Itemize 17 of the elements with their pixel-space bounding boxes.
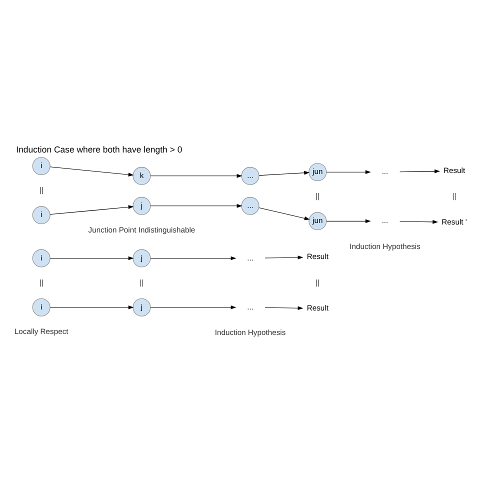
arrow	[50, 256, 134, 260]
arrow	[264, 306, 304, 310]
arrow	[400, 220, 438, 224]
arrow	[264, 256, 304, 260]
arrow	[50, 205, 134, 215]
arrow	[326, 170, 371, 174]
arrow	[258, 170, 310, 176]
arrow	[150, 305, 236, 310]
arrow	[150, 204, 242, 208]
arrow	[150, 256, 236, 260]
arrow	[400, 169, 440, 174]
arrow	[150, 174, 242, 178]
arrow	[50, 166, 134, 177]
arrow	[326, 219, 371, 224]
diagram-title: Induction Case where both have length > 0	[16, 144, 182, 154]
arrow	[258, 208, 310, 220]
arrow	[50, 305, 134, 310]
